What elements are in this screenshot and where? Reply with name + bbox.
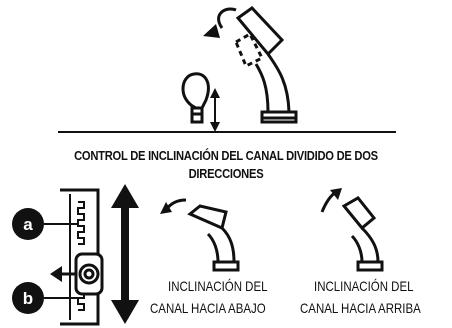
spout-down-illustration <box>160 198 240 272</box>
caption-down-line1: INCLINACIÓN DEL <box>168 278 268 294</box>
spout-dashed-position <box>234 31 265 69</box>
svg-text:b: b <box>23 289 33 308</box>
svg-text:a: a <box>23 215 33 234</box>
spout-tilt-illustration <box>203 6 298 124</box>
left-arrow-icon <box>50 266 76 282</box>
up-down-arrow-icon <box>210 88 220 132</box>
double-vertical-arrow-icon <box>111 184 139 324</box>
control-panel <box>60 188 104 326</box>
spout-chute-outline <box>235 6 285 57</box>
switch-knob <box>78 263 100 285</box>
diagram-title-line2: DIRECCIONES <box>188 166 264 181</box>
joystick-icon <box>181 72 210 124</box>
callout-a: a <box>12 208 78 240</box>
caption-up-line2: CANAL HACIA ARRIBA <box>300 300 421 316</box>
spout-up-illustration <box>320 188 384 272</box>
diagram-title-line1: CONTROL DE INCLINACIÓN DEL CANAL DIVIDID… <box>74 148 378 163</box>
rotation-arrow-icon <box>217 7 237 29</box>
callout-b: b <box>12 282 80 314</box>
curved-arrow-up-icon <box>320 190 337 213</box>
rotation-arrowhead-icon <box>203 24 220 38</box>
caption-down-line2: CANAL HACIA ABAJO <box>150 300 266 316</box>
caption-up-line1: INCLINACIÓN DEL <box>314 278 414 294</box>
